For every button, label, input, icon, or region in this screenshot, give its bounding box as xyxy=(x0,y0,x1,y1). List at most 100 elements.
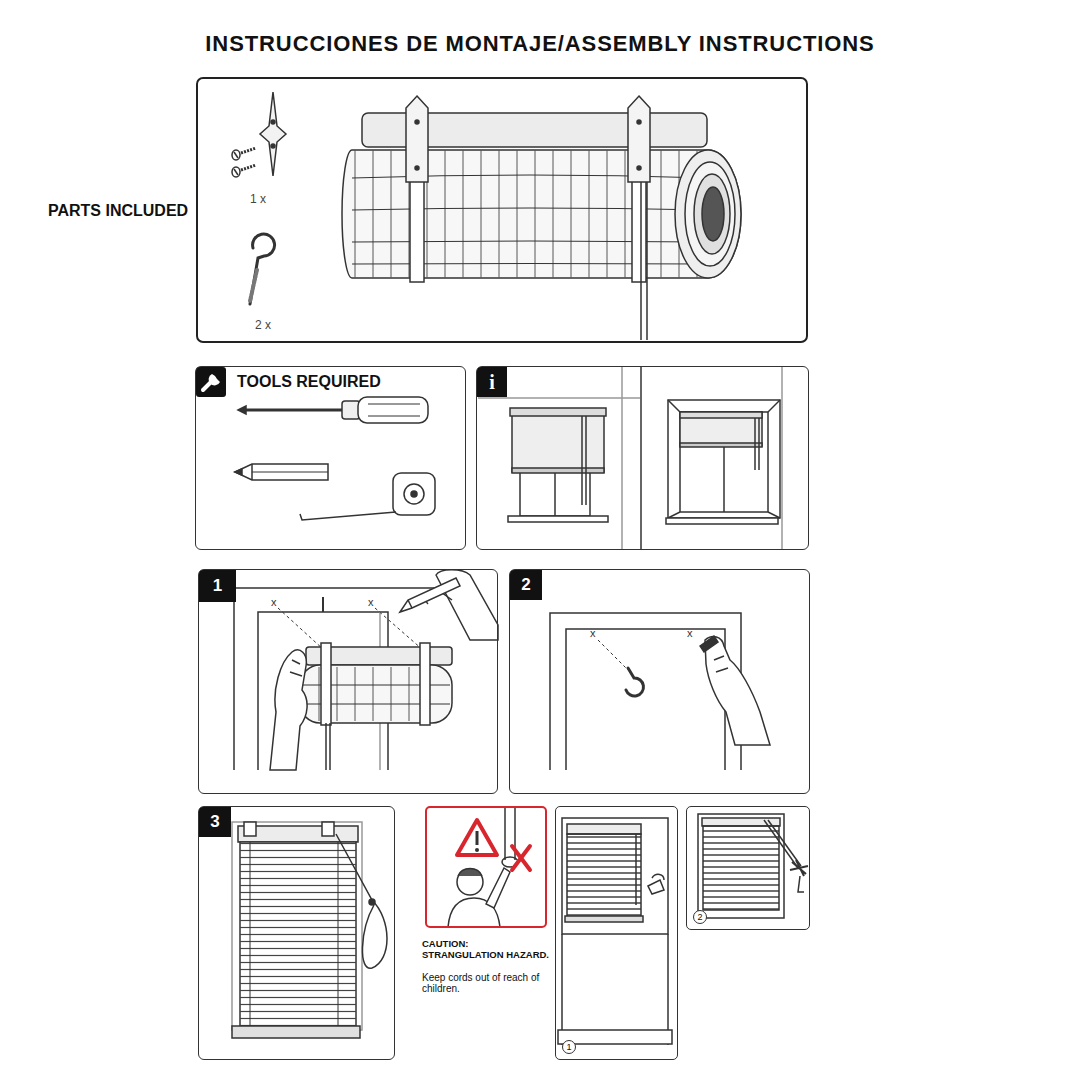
caution-note: Keep cords out of reach of children. xyxy=(422,972,546,994)
cord-cleat-scene xyxy=(798,876,804,892)
outside-mount-scene xyxy=(585,416,587,505)
info-panel: i xyxy=(476,366,809,550)
pencil xyxy=(235,464,328,480)
hand xyxy=(270,570,498,770)
rolled-blind xyxy=(342,96,741,340)
prohibition-cross xyxy=(512,846,530,870)
screw xyxy=(234,152,238,158)
child-figure xyxy=(457,869,483,895)
mounted-blind xyxy=(322,822,334,836)
window-frame xyxy=(566,629,725,770)
inside-mount-scene xyxy=(680,412,762,418)
outside-mount-scene xyxy=(512,468,604,473)
hook-part xyxy=(250,234,275,304)
quantity-label: 2 x xyxy=(255,318,271,332)
window-frame xyxy=(550,613,741,770)
wrench-badge xyxy=(196,367,226,397)
child-figure xyxy=(504,808,506,860)
cord-cleat-scene xyxy=(764,820,798,868)
mark-x: x xyxy=(687,627,693,639)
tape-measure xyxy=(300,473,435,520)
section-heading: TOOLS REQUIRED xyxy=(237,373,381,391)
window-frame xyxy=(550,613,741,770)
mounted-blind xyxy=(336,834,387,968)
hand xyxy=(705,637,770,745)
cord-cleat-scene xyxy=(768,820,801,866)
inside-mount-scene xyxy=(758,418,760,470)
inside-mount-scene xyxy=(668,400,680,412)
rolled-blind xyxy=(685,162,735,266)
parts-panel: PARTS INCLUDED1 x2 x xyxy=(196,77,808,343)
caution-heading: CAUTION: STRANGULATION HAZARD. xyxy=(422,938,553,960)
wrench-badge xyxy=(209,374,220,385)
sub-step-panel: 2 xyxy=(686,806,810,930)
mounted-blind xyxy=(232,822,387,1038)
window-frame xyxy=(234,588,470,770)
pencil xyxy=(235,469,242,475)
inside-mount-scene xyxy=(723,447,725,512)
rolled-blind xyxy=(352,263,708,265)
sub-step-panel: 1 xyxy=(555,806,678,1060)
window-blind-scene xyxy=(562,818,668,934)
quantity-label: 1 x xyxy=(250,192,266,206)
cord-cleat-scene xyxy=(703,826,779,910)
warning-triangle xyxy=(476,831,479,845)
caution-panel: CAUTION: STRANGULATION HAZARD.Keep cords… xyxy=(425,806,547,928)
pencil xyxy=(400,578,460,612)
tape-measure xyxy=(411,491,417,497)
window-blind-scene xyxy=(561,934,563,1045)
pencil xyxy=(400,578,460,612)
sub-step-number: 2 xyxy=(693,910,707,924)
hand xyxy=(714,656,728,672)
screw xyxy=(232,167,240,177)
pencil xyxy=(252,472,328,473)
screwdriver xyxy=(238,397,428,423)
pencil xyxy=(235,464,328,480)
outside-mount-scene xyxy=(581,416,583,505)
prohibition-cross xyxy=(512,846,530,870)
mounted-blind xyxy=(338,842,339,1028)
guide-line xyxy=(375,608,423,650)
screw xyxy=(234,169,238,175)
step-panel: 2 xyxy=(509,569,810,794)
rolled-blind xyxy=(415,120,419,124)
inside-mount-scene xyxy=(754,418,756,470)
step-number: 1 xyxy=(199,570,236,602)
mark-x: x xyxy=(271,596,277,608)
warning-triangle xyxy=(457,820,497,855)
guide-line xyxy=(598,640,630,672)
window-blind-scene xyxy=(652,874,664,880)
tape-measure xyxy=(393,473,435,515)
outside-mount-scene xyxy=(508,516,608,522)
rolled-blind xyxy=(702,187,724,241)
inside-mount-scene xyxy=(680,412,762,446)
pencil xyxy=(408,600,412,608)
rolled-blind xyxy=(646,182,648,340)
window-blind-scene xyxy=(667,934,669,1045)
cord-cleat-scene xyxy=(790,860,808,876)
child-figure xyxy=(448,808,518,927)
window-frame xyxy=(322,597,324,612)
rolled-blind xyxy=(325,723,327,770)
window-blind-scene xyxy=(558,818,672,1045)
bracket-part xyxy=(271,144,275,148)
warning-triangle xyxy=(457,820,497,855)
sub-step-number: 1 xyxy=(562,1040,576,1054)
rolled-blind xyxy=(352,241,708,242)
rolled-blind xyxy=(406,96,428,182)
screw xyxy=(238,165,256,171)
hook-part xyxy=(250,270,257,301)
step-panel: 1 xyxy=(198,569,498,794)
mounted-blind xyxy=(250,842,251,1028)
info-badge: i xyxy=(477,367,507,397)
hand xyxy=(700,636,718,652)
window-blind-scene xyxy=(648,880,664,894)
inside-mount-scene xyxy=(666,518,778,524)
mounted-blind xyxy=(369,899,375,905)
screwdriver xyxy=(238,406,246,414)
mounted-blind xyxy=(240,842,356,1028)
window-blind-scene xyxy=(567,824,641,834)
screw xyxy=(238,148,256,154)
window-blind-scene xyxy=(565,916,643,922)
mark-x: x xyxy=(368,596,374,608)
